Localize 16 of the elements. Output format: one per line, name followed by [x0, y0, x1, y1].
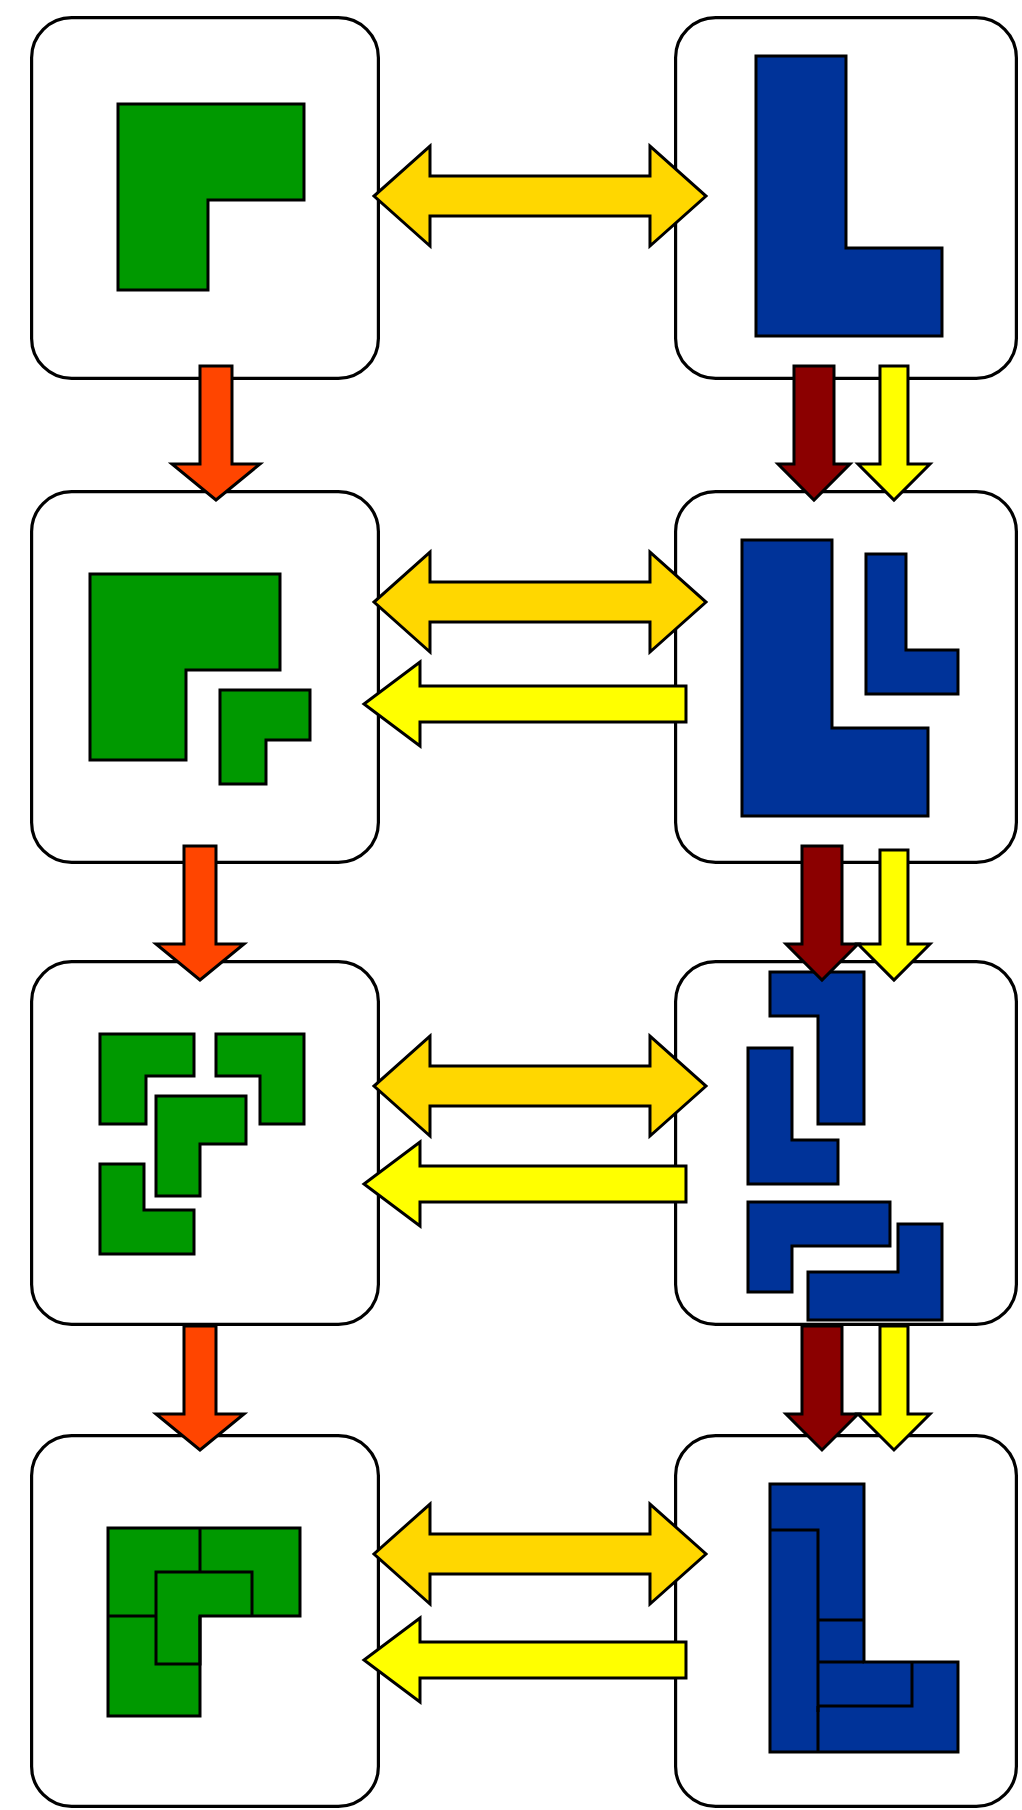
block-arrow	[854, 364, 934, 503]
block-arrow	[167, 364, 265, 502]
block-arrow	[371, 142, 709, 250]
block-arrow	[361, 1615, 688, 1705]
block-arrow	[371, 1500, 709, 1608]
block-arrow	[151, 844, 249, 982]
block-arrow	[371, 1032, 709, 1140]
block-arrow	[782, 844, 862, 983]
block-arrow	[361, 1139, 688, 1229]
block-arrow	[782, 1324, 862, 1453]
block-arrow	[151, 1324, 249, 1452]
block-arrow	[854, 1324, 934, 1453]
block-arrow	[854, 848, 934, 983]
block-arrow	[371, 548, 709, 656]
block-arrow	[774, 364, 854, 503]
block-arrow	[361, 659, 688, 750]
